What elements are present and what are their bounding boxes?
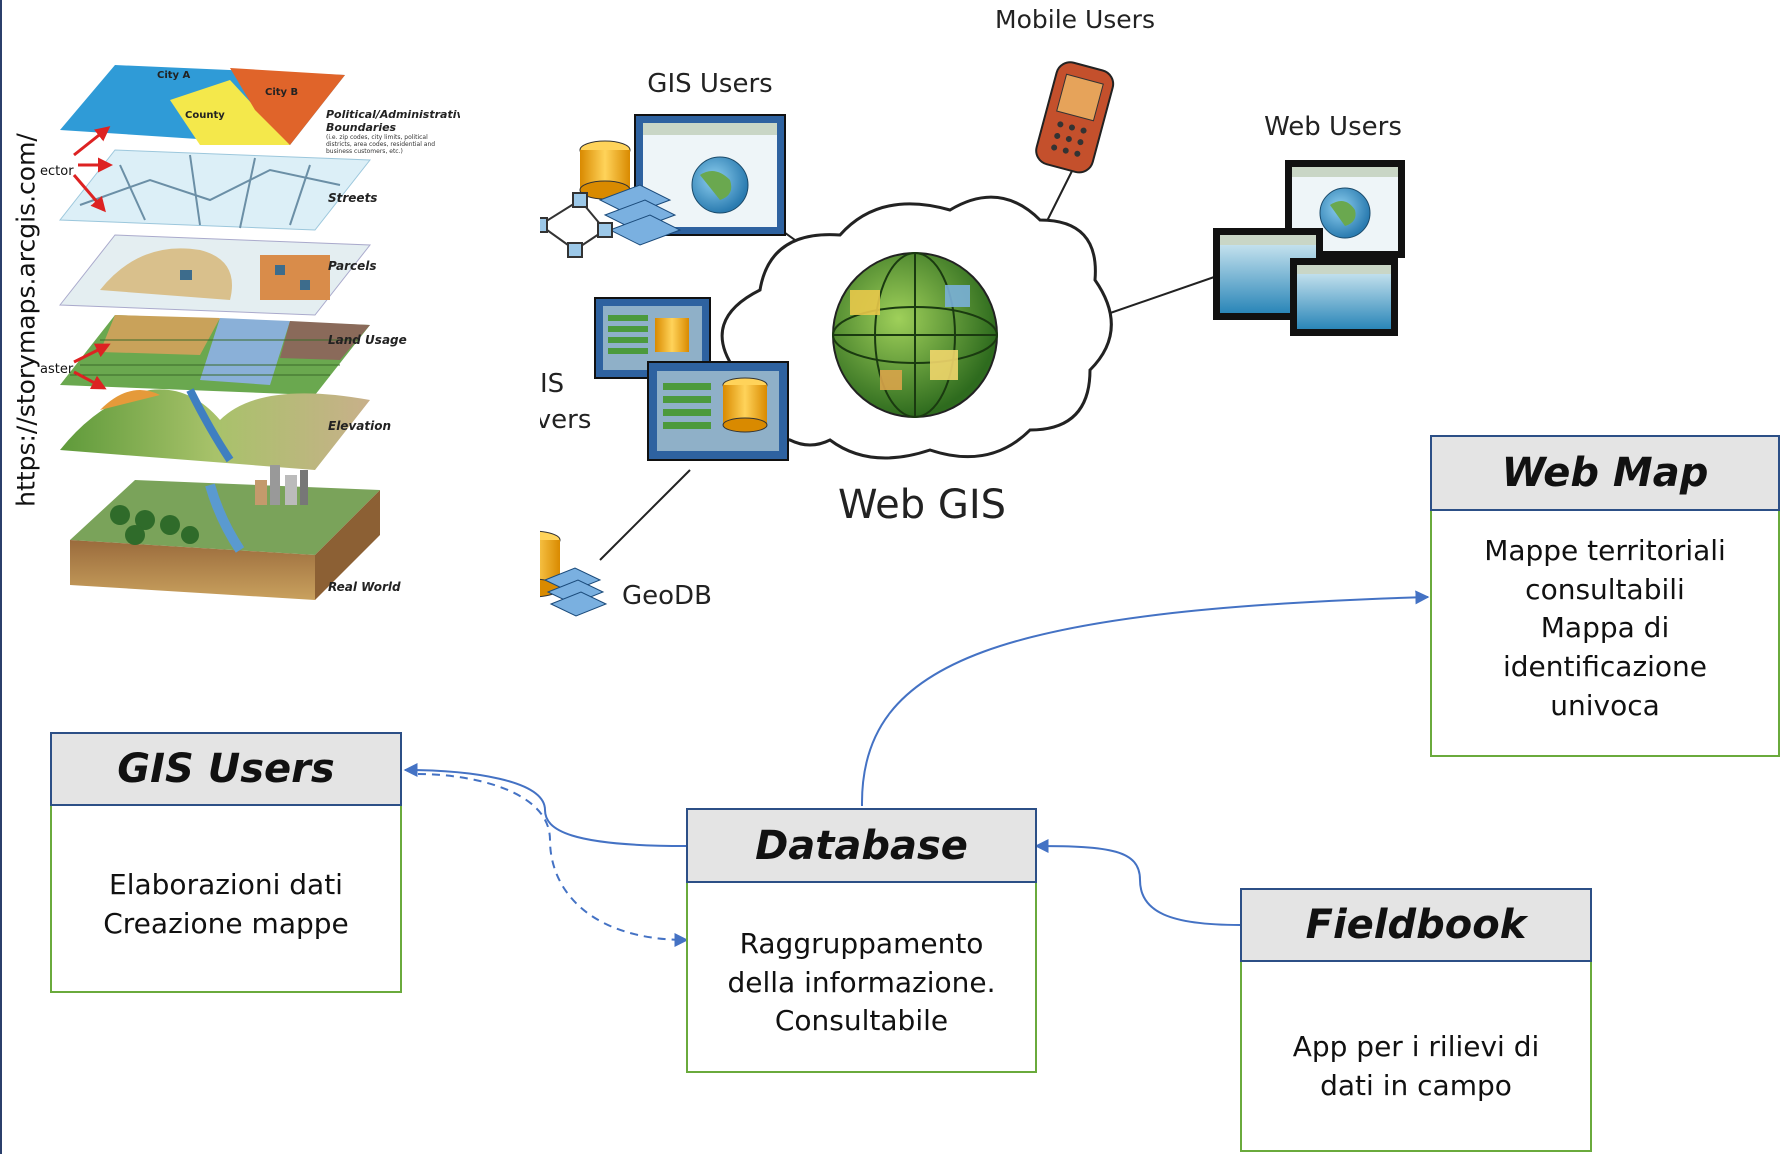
geodb-label: GeoDB <box>622 581 712 611</box>
web-map-line-1: Mappe territoriali <box>1484 534 1726 567</box>
gis-users-line-2: Creazione mappe <box>103 906 349 940</box>
database-box-body: Raggruppamento della informazione. Consu… <box>688 925 1035 1041</box>
database-to-gisusers-arrow <box>403 763 687 847</box>
web-users-screens-icon <box>1213 160 1405 336</box>
city-a-label: City A <box>157 70 191 81</box>
raster-partial-label: aster <box>40 362 74 377</box>
layer-label-boundaries: Boundaries <box>326 121 397 134</box>
gis-users-box-title: GIS Users <box>50 732 402 806</box>
web-map-box-body: Mappe territoriali consultabili Mappa di… <box>1432 532 1778 725</box>
layer-label-elevation: Elevation <box>328 419 391 433</box>
vector-arrows: ector <box>40 126 113 213</box>
city-b-label: City B <box>265 87 298 98</box>
database-box: Database Raggruppamento della informazio… <box>686 808 1037 1073</box>
web-gis-diagram: Mobile Users GIS Users Web Users GIS Ser… <box>540 5 1405 617</box>
layer-label-land-usage: Land Usage <box>328 333 407 347</box>
county-label: County <box>185 110 225 121</box>
layer-label-streets: Streets <box>328 191 377 205</box>
database-to-webmap-arrow <box>860 590 1430 807</box>
web-gis-title: Web GIS <box>838 482 1006 528</box>
fieldbook-box-title: Fieldbook <box>1240 888 1592 962</box>
web-map-line-5: univoca <box>1550 688 1660 722</box>
mobile-device-icon <box>1035 61 1115 174</box>
parcels-layer <box>59 234 371 316</box>
real-world-block <box>70 465 380 600</box>
fieldbook-box-body: App per i rilievi di dati in campo <box>1242 1028 1590 1105</box>
web-map-line-4: identificazione <box>1502 649 1708 683</box>
gis-users-line-1: Elaborazioni dati <box>109 868 343 901</box>
layer-label-parcels: Parcels <box>328 259 377 273</box>
database-line-1: Raggruppamento <box>739 927 984 960</box>
gis-servers-icon <box>594 297 789 461</box>
fieldbook-line-1: App per i rilievi di <box>1292 1030 1540 1063</box>
gis-users-box-body: Elaborazioni dati Creazione mappe <box>52 866 400 943</box>
political-layer: City A City B County <box>60 65 345 145</box>
gis-layers-illustration: City A City B County <box>40 65 460 600</box>
layer-label-real-world: Real World <box>328 580 401 594</box>
layer-label-political-note: (i.e. zip codes, city limits, political … <box>326 134 436 156</box>
web-map-box-title: Web Map <box>1430 435 1780 511</box>
web-gis-globe-icon <box>832 252 998 418</box>
fieldbook-line-2: dati in campo <box>1320 1068 1512 1102</box>
land-usage-layer <box>60 315 370 395</box>
fieldbook-box: Fieldbook App per i rilievi di dati in c… <box>1240 888 1592 1152</box>
fieldbook-to-database-arrow <box>1034 839 1241 926</box>
web-map-line-3: Mappa di <box>1540 611 1670 645</box>
gis-users-workstation-icon <box>540 114 786 258</box>
gis-users-box: GIS Users Elaborazioni dati Creazione ma… <box>50 732 402 993</box>
geodb-icon <box>540 530 608 617</box>
streets-layer <box>59 149 371 231</box>
raster-arrows: aster <box>40 343 111 390</box>
database-line-2: della informazione. <box>727 965 996 999</box>
gisusers-to-database-dashed-arrow <box>417 773 689 947</box>
vector-partial-label: ector <box>40 164 74 179</box>
mobile-users-label: Mobile Users <box>995 5 1155 34</box>
gis-servers-label-line2: Servers <box>540 405 591 435</box>
gis-servers-label-line1: GIS <box>540 369 564 399</box>
web-users-label: Web Users <box>1264 112 1402 142</box>
database-line-3: Consultabile <box>774 1004 949 1038</box>
web-map-line-2: consultabili <box>1525 572 1685 606</box>
elevation-layer <box>60 388 370 470</box>
web-map-box: Web Map Mappe territoriali consultabili … <box>1430 435 1780 757</box>
database-box-title: Database <box>686 808 1037 883</box>
left-border-rule <box>0 0 2 1154</box>
gis-users-illustration-label: GIS Users <box>647 69 772 99</box>
layer-label-political: Political/Administrative <box>326 108 460 121</box>
